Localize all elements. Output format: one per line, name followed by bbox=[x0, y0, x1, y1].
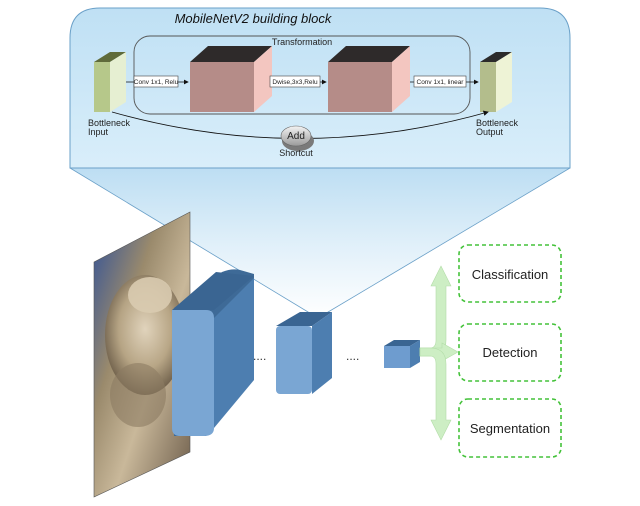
task-box-classification bbox=[458, 244, 562, 303]
op-label-2: Dwise,3x3,Relu bbox=[272, 79, 318, 86]
transformation-label: Transformation bbox=[272, 37, 332, 47]
block-title: MobileNetV2 building block bbox=[175, 11, 333, 26]
task-box-segmentation bbox=[458, 398, 562, 458]
beam-edge-right bbox=[317, 167, 571, 319]
bottleneck-output-label-1: Bottleneck bbox=[476, 118, 519, 128]
input-image bbox=[93, 211, 191, 498]
bottleneck-output-tensor bbox=[480, 52, 512, 112]
op-label-1: Conv 1x1, Relu bbox=[134, 79, 179, 86]
op-box-3 bbox=[413, 75, 467, 88]
bottleneck-input-label-2: Input bbox=[88, 127, 109, 137]
ellipsis-1: .... bbox=[253, 349, 266, 363]
feature-layer-large bbox=[172, 269, 254, 436]
add-node bbox=[280, 125, 312, 147]
task-label-classification: Classification bbox=[472, 267, 549, 282]
task-label-detection: Detection bbox=[483, 345, 538, 360]
op-box-2 bbox=[269, 75, 321, 88]
expanded-tensor-2 bbox=[328, 46, 410, 112]
transformation-box bbox=[133, 35, 471, 115]
bottleneck-input-label-1: Bottleneck bbox=[88, 118, 131, 128]
beam-edge-left bbox=[69, 167, 319, 319]
task-box-detection bbox=[458, 323, 562, 382]
bottleneck-input-tensor bbox=[94, 52, 126, 112]
feature-layer-middle bbox=[276, 312, 332, 394]
expanded-tensor-1 bbox=[190, 46, 272, 112]
bottleneck-output-label-2: Output bbox=[476, 127, 504, 137]
feature-layer-small bbox=[384, 340, 420, 368]
ellipsis-2: .... bbox=[346, 349, 359, 363]
op-label-3: Conv 1x1, linear bbox=[417, 79, 465, 86]
projection-beam bbox=[70, 168, 570, 318]
add-label: Add bbox=[287, 131, 305, 142]
branch-arrows bbox=[419, 265, 459, 441]
op-box-1 bbox=[133, 75, 179, 88]
shortcut-label: Shortcut bbox=[279, 148, 313, 158]
block-callout bbox=[69, 7, 571, 169]
task-label-segmentation: Segmentation bbox=[470, 421, 550, 436]
